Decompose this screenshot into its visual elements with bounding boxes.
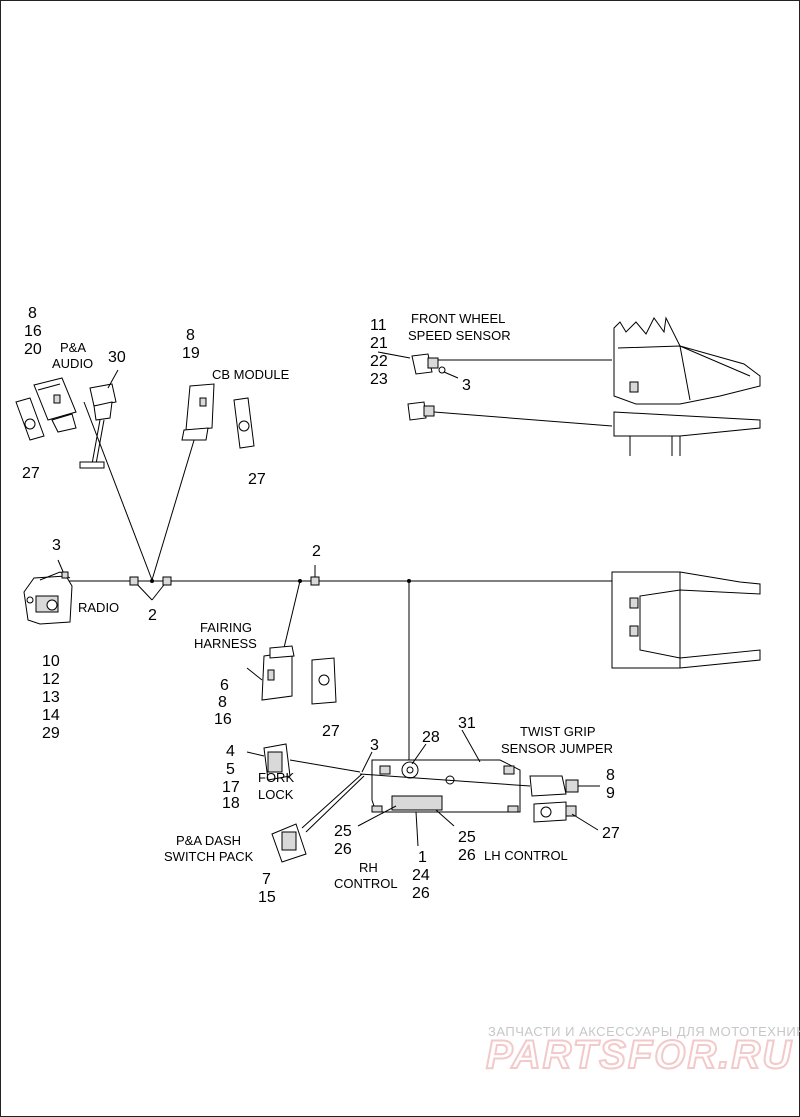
callout-20: 20: [24, 341, 42, 358]
leader-lines: [107, 351, 599, 847]
fork-bracket-upper: [613, 316, 761, 456]
callout-27: 27: [602, 825, 620, 842]
callout-24: 24: [412, 867, 430, 884]
callout-31: 31: [458, 715, 476, 732]
speed-sensor-label-2: SPEED SENSOR: [408, 328, 511, 343]
callout-8: 8: [186, 327, 195, 344]
twist-grip-label-2: SENSOR JUMPER: [501, 741, 613, 756]
callout-23: 23: [370, 371, 388, 388]
callout-16: 16: [24, 323, 42, 340]
callout-8: 8: [28, 305, 37, 322]
callout-3: 3: [462, 377, 471, 394]
callout-13: 13: [42, 689, 60, 706]
callout-16: 16: [214, 711, 232, 728]
callout-17: 17: [222, 779, 240, 796]
callout-11: 11: [370, 317, 387, 334]
callout-5: 5: [226, 761, 235, 778]
watermark-caption: ЗАПЧАСТИ И АКСЕССУАРЫ ДЛЯ МОТОТЕХНИКИ: [488, 1024, 800, 1039]
handlebar-bracket: [359, 759, 531, 813]
callout-numbers: 8 16 20 30 27 8 19 27 11 21 22 23 3 3 10…: [22, 305, 620, 906]
callout-26: 26: [412, 885, 430, 902]
callout-14: 14: [42, 707, 60, 724]
dash-switch-label-1: P&A DASH: [176, 833, 241, 848]
callout-8: 8: [218, 694, 227, 711]
callout-10: 10: [42, 653, 60, 670]
twist-grip-connector: [529, 775, 600, 797]
fork-lock-label-1: FORK: [258, 770, 294, 785]
callout-25: 25: [334, 823, 352, 840]
cb-module-clip: [233, 397, 255, 449]
callout-19: 19: [182, 345, 200, 362]
component-labels: P&A AUDIO CB MODULE FRONT WHEEL SPEED SE…: [52, 311, 613, 891]
dash-switch-connector: [271, 773, 365, 863]
callout-25: 25: [458, 829, 476, 846]
twist-grip-clip: [533, 801, 577, 823]
callout-22: 22: [370, 353, 388, 370]
callout-8: 8: [606, 767, 615, 784]
rh-control-label-2: CONTROL: [334, 876, 398, 891]
callout-27: 27: [22, 465, 40, 482]
callout-3: 3: [370, 737, 379, 754]
fairing-clip: [311, 657, 337, 705]
cb-module-label: CB MODULE: [212, 367, 290, 382]
lh-control-label: LH CONTROL: [484, 848, 568, 863]
callout-2: 2: [312, 543, 321, 560]
fairing-harness-label-2: HARNESS: [194, 636, 257, 651]
callout-1: 1: [418, 849, 427, 866]
fairing-harness-label-1: FAIRING: [200, 620, 252, 635]
callout-4: 4: [226, 743, 235, 760]
radio-label: RADIO: [78, 600, 119, 615]
watermark-logo: PARTSFOR.RU: [486, 1033, 793, 1077]
callout-30: 30: [108, 349, 126, 366]
callout-9: 9: [606, 785, 615, 802]
fork-lock-label-2: LOCK: [258, 787, 294, 802]
main-harness: [66, 401, 612, 768]
callout-12: 12: [42, 671, 60, 688]
callout-27: 27: [248, 471, 266, 488]
rh-control-label-1: RH: [359, 860, 378, 875]
radio-unit: [23, 559, 73, 625]
callout-29: 29: [42, 725, 60, 742]
pa-audio-label-1: P&A: [60, 340, 86, 355]
watermark: ЗАПЧАСТИ И АКСЕССУАРЫ ДЛЯ МОТОТЕХНИКИ PA…: [485, 1024, 800, 1078]
speed-sensor: [407, 353, 613, 427]
callout-27: 27: [322, 723, 340, 740]
pa-audio-mount: [79, 383, 117, 469]
speed-sensor-label-1: FRONT WHEEL: [411, 311, 505, 326]
harness-clip-upper: [310, 565, 320, 586]
callout-26: 26: [334, 841, 352, 858]
callout-6: 6: [220, 677, 229, 694]
pa-audio-connector: [33, 377, 77, 433]
harness-clip-lower: [129, 576, 172, 586]
callout-7: 7: [262, 871, 271, 888]
pa-audio-clip: [15, 397, 45, 441]
callout-18: 18: [222, 795, 240, 812]
callout-3: 3: [52, 537, 61, 554]
fork-lock-connector: [246, 743, 361, 781]
fairing-harness-connector: [261, 645, 295, 701]
callout-26: 26: [458, 847, 476, 864]
callout-15: 15: [258, 889, 276, 906]
cb-module-connector: [181, 383, 215, 441]
pa-audio-label-2: AUDIO: [52, 356, 93, 371]
twist-grip-label-1: TWIST GRIP: [520, 724, 596, 739]
callout-2: 2: [148, 607, 157, 624]
fork-bracket-lower: [611, 571, 761, 669]
dash-switch-label-2: SWITCH PACK: [164, 849, 254, 864]
callout-21: 21: [370, 335, 388, 352]
callout-28: 28: [422, 729, 440, 746]
